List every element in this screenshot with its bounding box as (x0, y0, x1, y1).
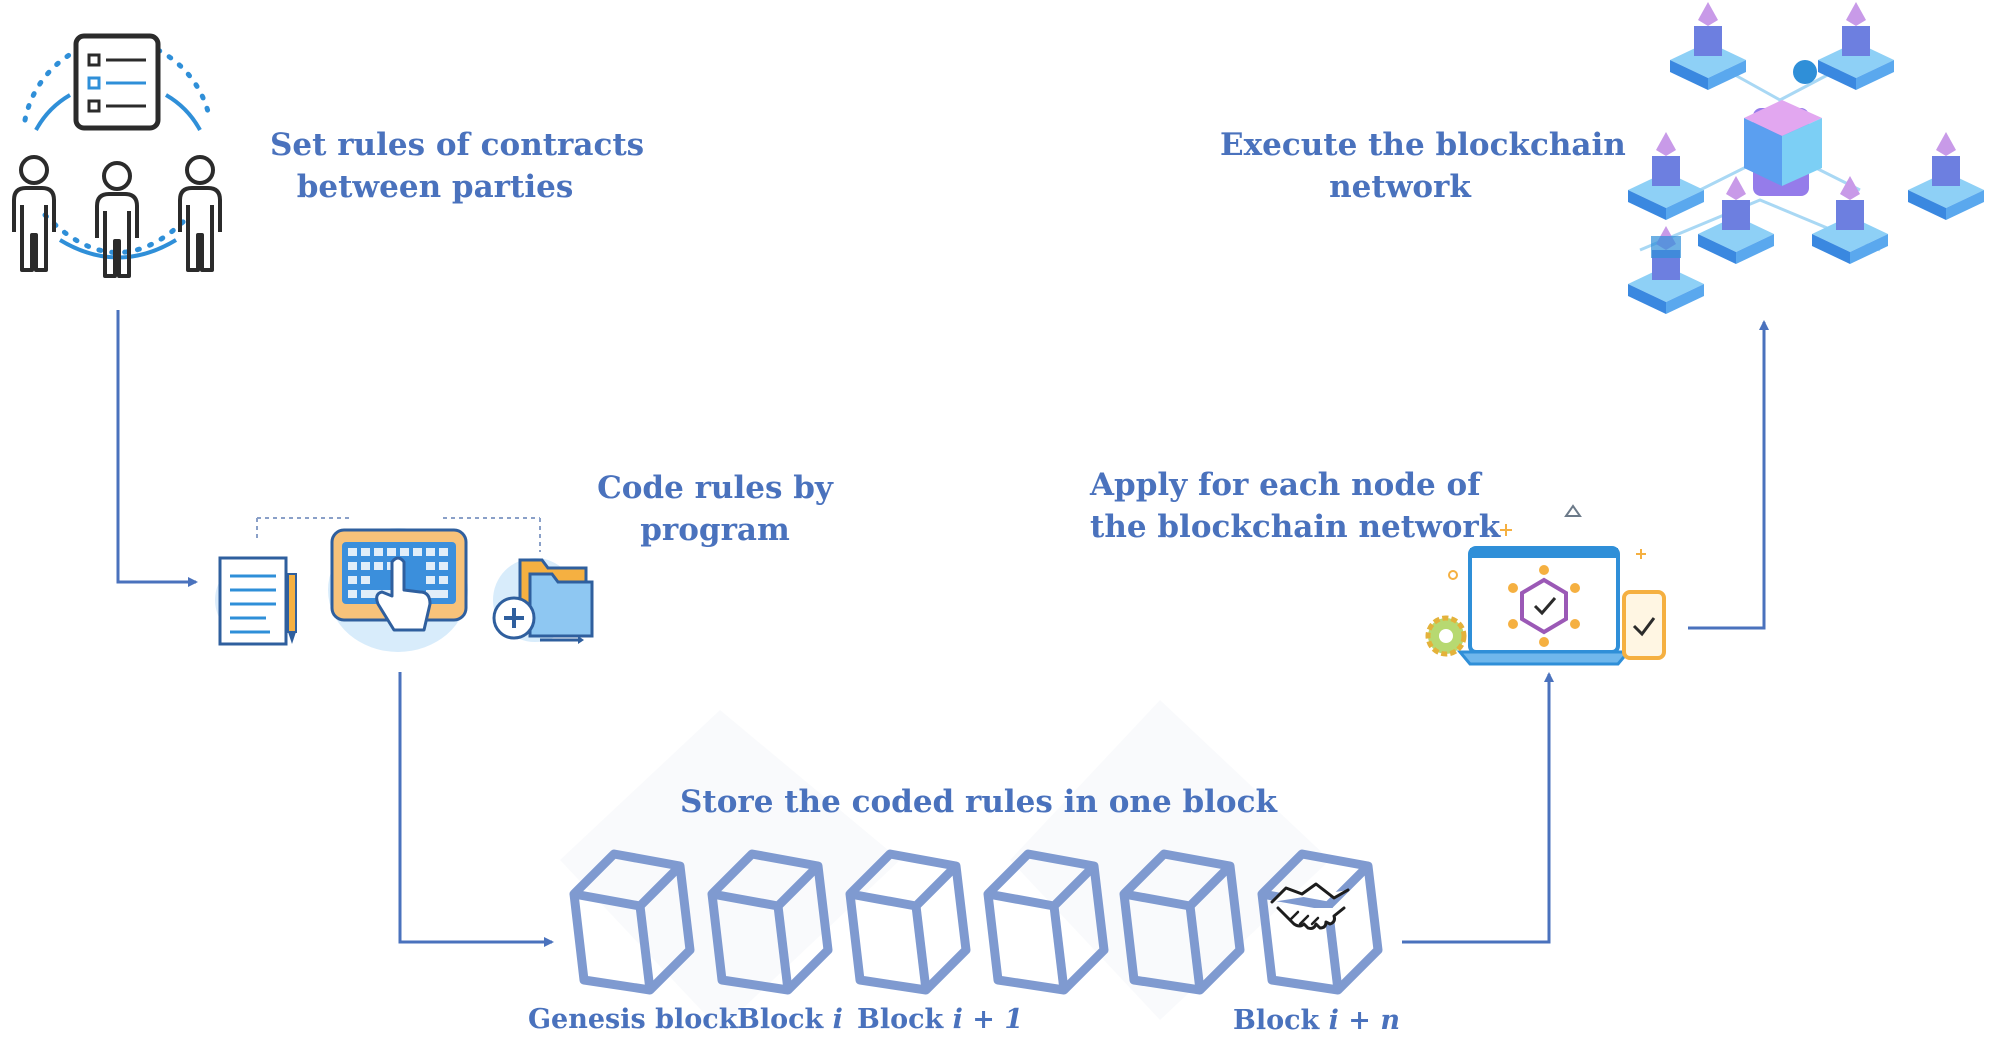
block-label-genesis-text: Genesis block (528, 1004, 738, 1035)
network-node-5 (1812, 176, 1888, 264)
block-label-i-plus-1: Block i + 1 (857, 1004, 1023, 1035)
chain-link-5 (1119, 849, 1245, 995)
chain-link-2 (707, 849, 833, 995)
block-label-i: Block i (737, 1004, 843, 1035)
block-label-i1-word: Block (857, 1004, 944, 1035)
step-store-rules-text: Store the coded rules in one block (680, 784, 1277, 820)
step-code-rules-line2: program (640, 512, 790, 548)
arrow-set-to-code (116, 310, 198, 587)
step-execute-label: Execute the blockchain network (1220, 124, 1626, 208)
arrow-apply-to-execute (1688, 320, 1769, 630)
network-node-2 (1818, 2, 1894, 90)
network-node-4 (1698, 176, 1774, 264)
step-apply-nodes-line1: Apply for each node of (1090, 467, 1481, 503)
step-set-rules-line1: Set rules of contracts (270, 127, 645, 163)
block-label-in-word: Block (1233, 1005, 1320, 1036)
block-label-i-plus-n: Block i + n (1233, 1005, 1400, 1036)
chain-link-3 (845, 849, 971, 995)
step-code-rules-line1: Code rules by (597, 470, 833, 506)
block-label-in-math: i + n (1328, 1005, 1400, 1036)
block-label-i1-math: i + 1 (952, 1004, 1024, 1035)
block-label-i-math: i (832, 1004, 843, 1035)
network-node-6 (1908, 132, 1984, 220)
step-code-rules-label: Code rules by program (590, 467, 840, 551)
step-execute-line1: Execute the blockchain (1220, 127, 1626, 163)
document-icon (215, 556, 297, 646)
handshake-icon (1270, 882, 1350, 930)
step-apply-nodes-label: Apply for each node of the blockchain ne… (1090, 464, 1501, 548)
step-set-rules-label: Set rules of contracts between parties (270, 124, 645, 208)
keyboard-hand-icon (328, 528, 468, 652)
step-set-rules-line2: between parties (296, 169, 574, 205)
laptop-network-icon (1425, 504, 1666, 666)
step-apply-nodes-line2: the blockchain network (1090, 509, 1501, 545)
network-node-3 (1628, 132, 1704, 220)
chain-link-1 (569, 849, 695, 995)
network-nodes-icon (1628, 2, 1984, 314)
blockchain-chain-icon (560, 700, 1383, 1030)
arrow-code-to-store (398, 672, 554, 947)
contract-people-icon (12, 33, 222, 278)
folder-add-icon (492, 558, 594, 644)
coding-icons (215, 517, 594, 652)
arrow-store-to-apply (1402, 672, 1554, 944)
step-store-rules-label: Store the coded rules in one block (680, 781, 1277, 823)
network-node-1 (1670, 2, 1746, 90)
block-label-i-word: Block (737, 1004, 824, 1035)
block-label-genesis: Genesis block (528, 1004, 737, 1035)
step-execute-line2: network (1329, 169, 1471, 205)
chain-link-4 (983, 849, 1109, 995)
